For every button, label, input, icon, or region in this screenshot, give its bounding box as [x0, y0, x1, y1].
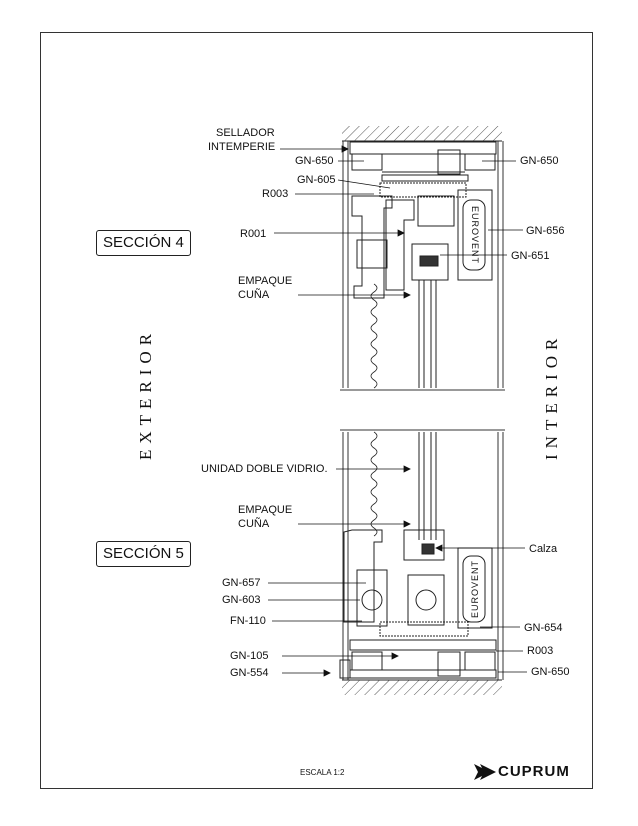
label-gn656: GN-656 — [526, 225, 565, 237]
label-gn605: GN-605 — [297, 174, 336, 186]
upper-sash-profile — [351, 182, 493, 389]
label-gn657: GN-657 — [222, 577, 261, 589]
drawing-frame — [40, 32, 593, 789]
label-fn110: FN-110 — [230, 615, 266, 627]
label-gn105: GN-105 — [230, 650, 269, 662]
label-gn603: GN-603 — [222, 594, 261, 606]
bottom-floor-hatch — [342, 680, 502, 695]
label-intemperie: INTEMPERIE — [208, 141, 276, 153]
label-cuna-lower: CUÑA — [238, 518, 270, 530]
label-empaque-lower: EMPAQUE — [238, 504, 293, 516]
section-5-title: SECCIÓN 5 — [96, 541, 191, 567]
eurovent-mark-upper: EUROVENT — [470, 205, 480, 264]
interior-label: INTERIOR — [542, 332, 561, 460]
lower-sash-profile — [343, 431, 493, 637]
cuprum-logo-mark — [474, 764, 496, 780]
label-gn654: GN-654 — [524, 622, 563, 634]
label-sellador: SELLADOR — [216, 127, 275, 139]
top-track-profile — [349, 141, 497, 182]
exterior-label: EXTERIOR — [136, 327, 155, 460]
section-4-title: SECCIÓN 4 — [96, 230, 191, 256]
label-r003-upper: R003 — [262, 188, 289, 200]
label-calza: Calza — [529, 543, 558, 555]
label-r001: R001 — [240, 228, 267, 240]
eurovent-mark-lower: EUROVENT — [470, 560, 480, 619]
label-gn650-upper-right: GN-650 — [520, 155, 559, 167]
bottom-track-profile — [339, 639, 497, 679]
label-empaque-upper: EMPAQUE — [238, 275, 293, 287]
leader-lines — [268, 145, 527, 677]
brand-name: CUPRUM — [498, 763, 570, 780]
scale-note: ESCALA 1:2 — [300, 768, 345, 777]
label-gn650-upper-left: GN-650 — [295, 155, 334, 167]
label-r003-lower: R003 — [527, 645, 554, 657]
label-gn554: GN-554 — [230, 667, 269, 679]
label-cuna-upper: CUÑA — [238, 289, 270, 301]
label-unidad-doble-vidrio: UNIDAD DOBLE VIDRIO. — [201, 463, 328, 475]
label-gn651: GN-651 — [511, 250, 550, 262]
top-wall-hatch — [342, 126, 502, 141]
label-gn650-lower: GN-650 — [531, 666, 570, 678]
